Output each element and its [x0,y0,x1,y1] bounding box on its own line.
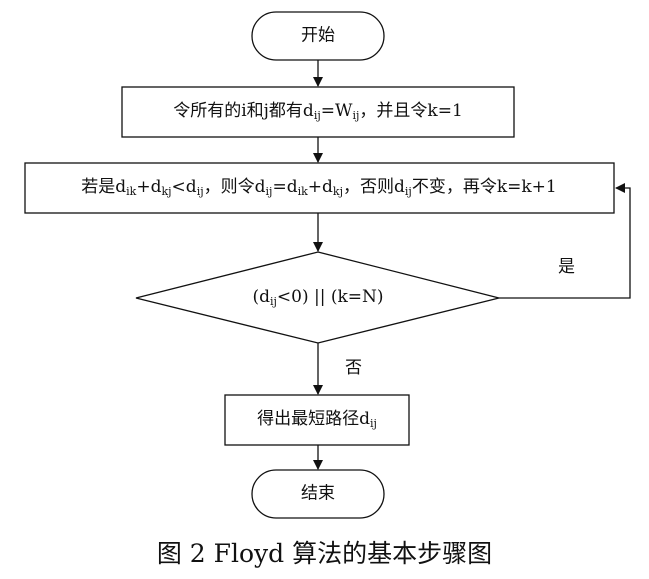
update-label-text: =d [272,177,298,197]
arrow-decision-yes-loop [499,183,631,299]
result-label-text: 得出最短路径d [257,409,370,429]
edge-label-yes: 是 [558,257,575,277]
update-label-sub: ij [404,185,412,198]
decision-label-text: <0) || (k=N) [276,287,384,307]
figure-caption: 图 2 Floyd 算法的基本步骤图 [156,539,493,568]
edge-label-no: 否 [345,358,362,378]
update-process-box [24,162,615,214]
init-label-sub: ij [313,109,321,122]
update-label-sub: ik [297,185,308,198]
start-label: 开始 [301,25,335,46]
init-process-box [121,86,515,138]
update-label-text: +d [307,177,333,197]
update-label-sub: ij [196,185,204,198]
update-label-sub: kj [161,185,172,198]
result-label: 得出最短路径dij [257,409,377,430]
update-label: 若是dik+dkj<dij，则令dij=dik+dkj，否则dij不变，再令k=… [81,177,557,198]
update-label-text: 不变，再令k=k+1 [411,177,557,197]
update-label-text: ，否则d [343,177,405,197]
init-label-text: ，并且令k=1 [359,101,463,121]
decision-label-sub: ij [269,295,277,308]
update-label-text: +d [136,177,162,197]
init-label-sub: ij [352,109,360,122]
init-label-text: 令所有的i和j都有d [173,101,314,121]
update-label-text: 若是d [81,177,127,197]
update-label-sub: ij [265,185,273,198]
result-process-box [224,394,410,446]
decision-label-text: (d [252,287,270,307]
init-label: 令所有的i和j都有dij=Wij，并且令k=1 [173,101,463,122]
update-label-sub: kj [332,185,343,198]
decision-label: (dij<0) || (k=N) [252,287,384,308]
update-label-text: <d [171,177,197,197]
result-label-sub: ij [369,417,377,430]
end-label: 结束 [301,483,335,504]
update-label-text: ，则令d [203,177,266,197]
init-label-text: =W [320,101,353,121]
end-terminal [251,469,385,519]
update-label-sub: ik [126,185,137,198]
